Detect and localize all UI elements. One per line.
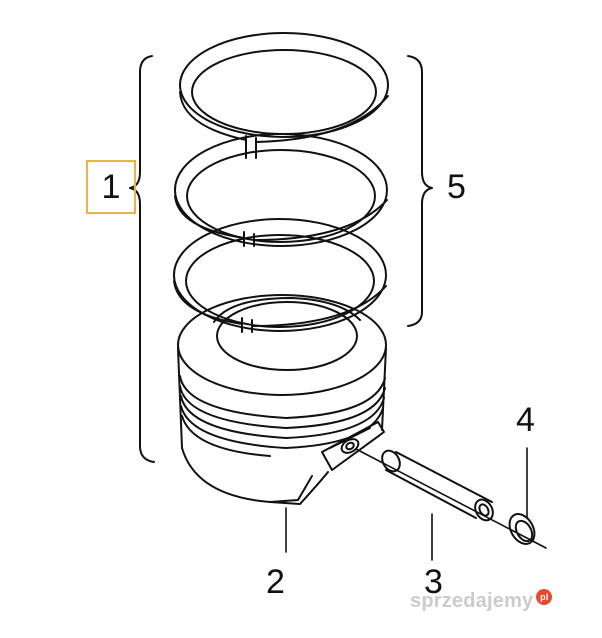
- piston-ring-oil: [173, 218, 387, 333]
- callout-5-label: 5: [447, 168, 466, 206]
- bracket-group-5: [407, 55, 433, 327]
- piston: [177, 294, 387, 505]
- callout-4-label: 4: [516, 401, 535, 439]
- callout-3-label: 3: [424, 563, 443, 601]
- watermark-badge: pl: [536, 588, 553, 605]
- circlip: [508, 513, 536, 545]
- watermark-text: sprzedajemy: [410, 590, 534, 612]
- piston-ring-middle: [174, 133, 388, 247]
- piston-pin: [381, 449, 494, 522]
- watermark: sprzedajemy pl: [410, 588, 553, 613]
- bracket-group-1: [129, 55, 155, 463]
- piston-ring-top: [179, 32, 389, 159]
- callout-1-box: 1: [86, 160, 136, 214]
- callout-1-label: 1: [101, 168, 121, 206]
- pin-axis-line: [355, 448, 547, 549]
- callout-2-label: 2: [266, 563, 285, 601]
